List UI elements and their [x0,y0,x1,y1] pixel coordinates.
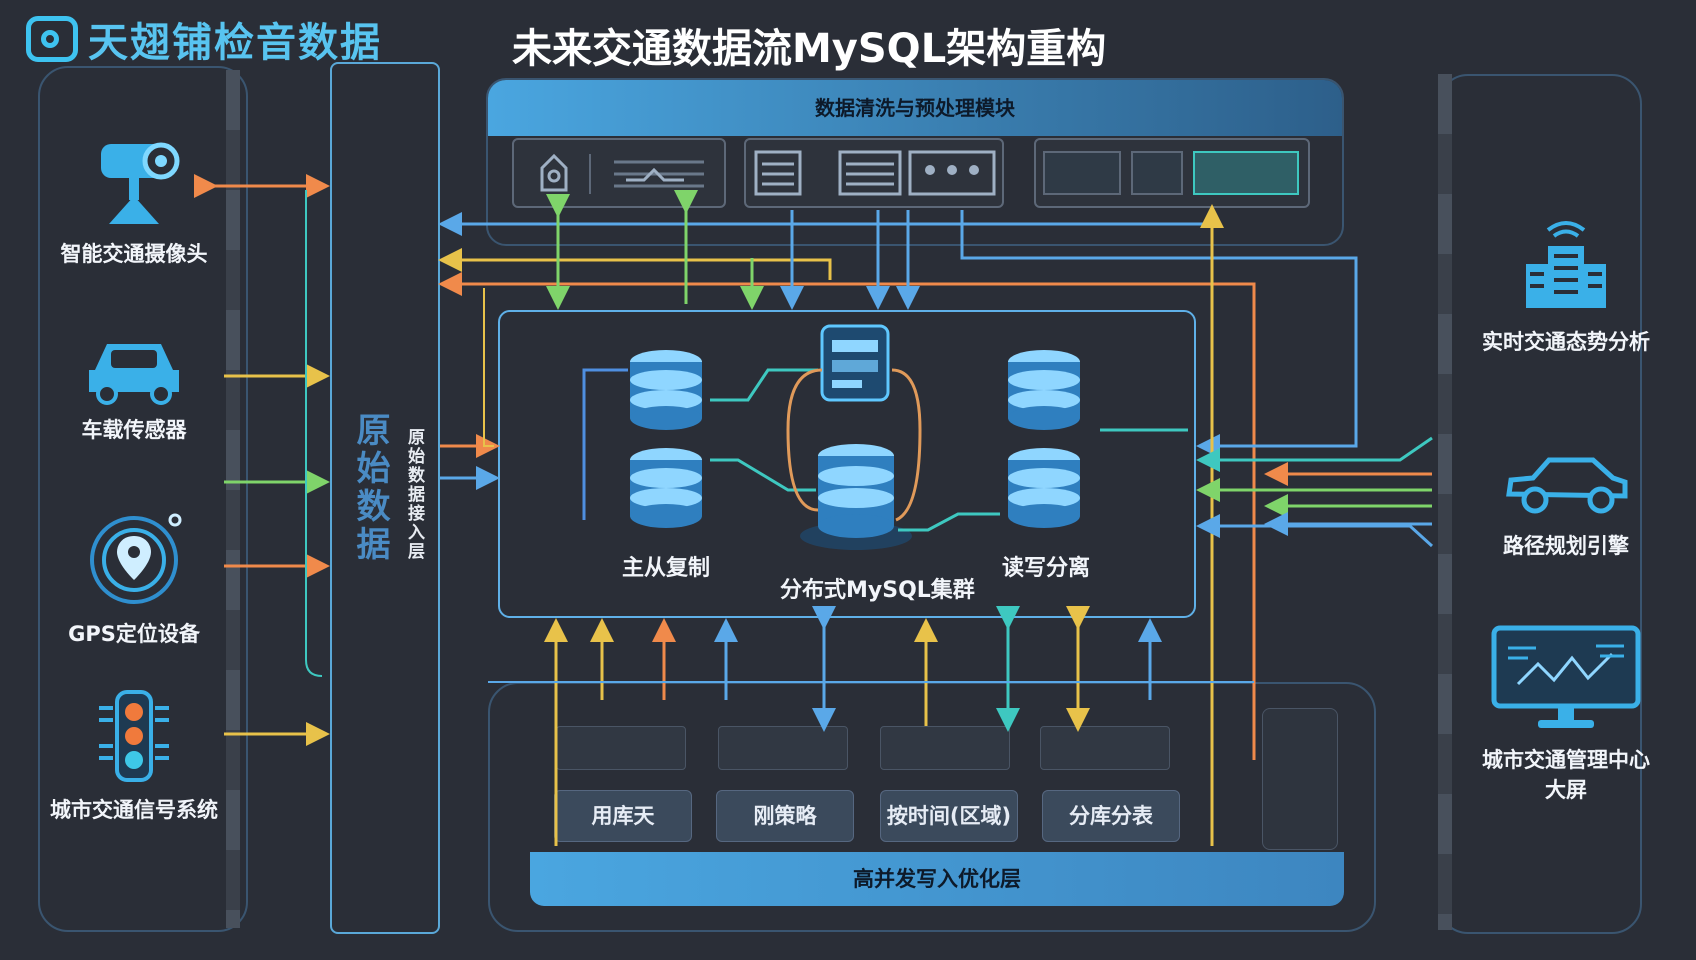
cleaning-title: 数据清洗与预处理模块 [488,80,1342,136]
arrow-source-loop [305,190,323,677]
write-strategy-button-1[interactable]: 用库天 [554,790,692,842]
arrow-feedback-yellow [438,248,832,280]
sources-side-bar [226,70,240,928]
source-traffic-signal-label: 城市交通信号系统 [50,798,218,822]
monitor-chart-icon [1491,625,1641,728]
rack-2 [718,726,848,770]
brand-logo: 天翅铺检音数据 [26,10,382,68]
server-card-icon [820,324,890,402]
sync-arrow-2 [710,458,816,492]
db-bottom-right-icon [1008,448,1080,528]
loop-left-arrow [786,368,823,512]
source-vehicle-sensor-label: 车载传感器 [81,418,187,442]
traffic-light-icon [99,690,169,782]
split-arrow [898,512,1000,532]
source-traffic-signal[interactable]: 城市交通信号系统 [34,686,234,824]
sync-arrow [710,368,818,402]
arrow-output-blue [960,210,1358,458]
page-title: 未来交通数据流MySQL架构重构 [512,26,1107,72]
ingest-big-text: 原始数据 [350,412,390,564]
camera-icon [101,142,180,224]
db-top-right-icon [1008,350,1080,430]
write-layer-title: 高并发写入优化层 [530,852,1344,906]
screens-icon [1043,151,1299,195]
house-icon [540,153,704,194]
app-realtime-analysis-label: 实时交通态势分析 [1482,330,1650,354]
arrow-feedback-orange [438,272,1256,760]
cleaning-card-2 [744,138,1004,208]
write-strategy-button-4[interactable]: 分库分表 [1042,790,1180,842]
app-traffic-center-screen-label: 城市交通管理中心大屏 [1482,748,1650,802]
db-center-icon [800,444,912,550]
replication-arrow [582,368,628,520]
rack-3 [880,726,1010,770]
app-realtime-analysis[interactable]: 实时交通态势分析 [1466,216,1666,356]
cleaning-card-3 [1034,138,1310,208]
gps-icon [90,513,182,604]
logo-icon [26,16,78,62]
arrow-ingest-3 [483,288,494,447]
app-traffic-center-screen[interactable]: 城市交通管理中心大屏 [1466,624,1666,804]
cluster-graphics [582,324,1188,550]
arrow-app-6 [1196,514,1434,548]
app-route-planning[interactable]: 路径规划引擎 [1466,450,1666,560]
rack-4 [1040,726,1170,770]
label-master-slave: 主从复制 [622,556,711,581]
write-strategy-button-3[interactable]: 按时间(区域) [880,790,1018,842]
car-outline-icon [1506,457,1628,514]
label-read-write-split: 读写分离 [1002,556,1091,581]
source-camera[interactable]: 智能交通摄像头 [34,134,234,268]
arrow-app-1 [1196,436,1433,472]
label-mysql-cluster: 分布式MySQL集群 [780,578,975,603]
write-strategy-button-2[interactable]: 刚策略 [716,790,854,842]
db-top-left-icon [630,350,702,430]
side-schema-icon [1262,708,1338,850]
cleaning-module: 数据清洗与预处理模块 [486,78,1344,246]
mysql-cluster [498,310,1196,618]
ingest-label: 原始数据接入层 [404,428,424,561]
source-camera-label: 智能交通摄像头 [60,242,208,266]
sources-panel [38,66,248,932]
app-route-planning-label: 路径规划引擎 [1503,534,1629,558]
table-icon [754,150,996,196]
apps-side-bar [1438,74,1452,930]
building-wifi-icon [1526,221,1606,308]
source-vehicle-sensor[interactable]: 车载传感器 [34,334,234,444]
ingest-layer [330,62,440,934]
source-gps-label: GPS定位设备 [68,622,200,646]
logo-text: 天翅铺检音数据 [88,20,382,66]
rack-1 [556,726,686,770]
source-gps[interactable]: GPS定位设备 [34,510,234,648]
car-icon [89,344,179,405]
db-bottom-left-icon [630,448,702,528]
loop-right-arrow [891,368,922,522]
